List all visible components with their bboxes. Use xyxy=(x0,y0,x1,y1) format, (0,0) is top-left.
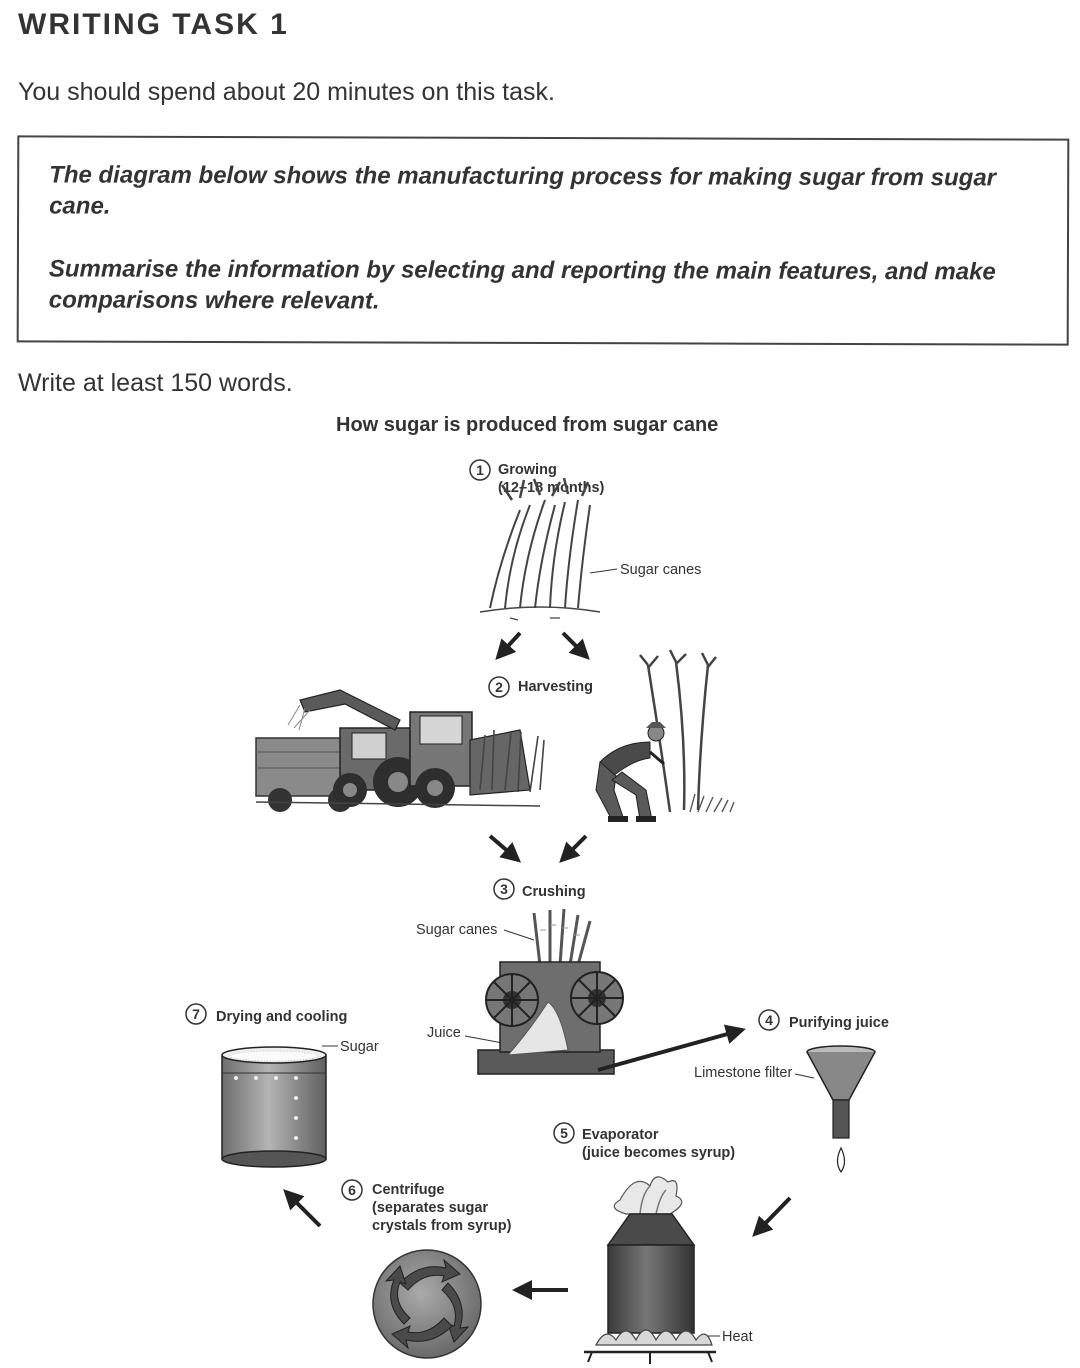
evaporator-illustration xyxy=(584,1176,716,1364)
arrow-to-machine-harvest xyxy=(495,631,522,660)
step-1-growing: 1 Growing (12–18 months) Sugar canes xyxy=(469,459,701,621)
task-heading: WRITING TASK 1 xyxy=(18,8,289,41)
step-label: Purifying juice xyxy=(789,1015,889,1031)
step-number-circle: 4 xyxy=(758,1009,780,1031)
step-7-drying-cooling: 7 Drying and cooling Sugar xyxy=(185,1003,379,1168)
callout-limestone-filter: Limestone filter xyxy=(694,1065,792,1081)
step-number-circle: 7 xyxy=(185,1003,207,1025)
harvester-tractor-illustration xyxy=(255,689,545,812)
time-instruction: You should spend about 20 minutes on thi… xyxy=(18,78,555,106)
callout-juice: Juice xyxy=(427,1025,461,1041)
arrow-purifying-to-evaporator xyxy=(752,1196,792,1237)
leader-line xyxy=(794,1073,815,1079)
step-sublabel: crystals from syrup) xyxy=(372,1218,512,1234)
diagram-title: How sugar is produced from sugar cane xyxy=(336,414,719,436)
step-4-purifying-juice: 4 Purifying juice Limestone filter xyxy=(694,1009,889,1174)
callout-sugar-canes: Sugar canes xyxy=(620,562,701,578)
step-6-centrifuge: 6 Centrifuge (separates sugar crystals f… xyxy=(341,1179,512,1359)
step-number-circle: 1 xyxy=(469,459,491,481)
word-requirement: Write at least 150 words. xyxy=(18,369,293,397)
step-2-harvesting: 2 Harvesting xyxy=(255,649,735,822)
sugar-cane-field-illustration xyxy=(479,477,601,621)
callout-crushing-sugar-canes: Sugar canes xyxy=(416,922,497,938)
step-sublabel: (12–18 months) xyxy=(498,480,605,496)
step-sublabel: (separates sugar xyxy=(372,1200,488,1216)
step-5-evaporator: 5 Evaporator (juice becomes syrup) Heat xyxy=(553,1122,753,1364)
leader-line xyxy=(503,929,535,941)
limestone-filter-funnel-illustration xyxy=(806,1045,876,1174)
drying-drum-illustration xyxy=(221,1046,327,1168)
arrow-centrifuge-to-drying xyxy=(283,1189,322,1228)
step-number: 7 xyxy=(192,1006,200,1022)
arrow-hand-to-crushing xyxy=(559,834,588,863)
step-number: 1 xyxy=(476,462,484,478)
arrow-machine-to-crushing xyxy=(488,834,522,863)
crushing-mill-illustration xyxy=(477,908,624,1075)
leader-line xyxy=(589,568,618,574)
arrow-crushing-to-purifying xyxy=(597,1024,746,1072)
step-3-crushing: 3 Crushing Sugar canes Juice xyxy=(416,878,624,1075)
callout-sugar: Sugar xyxy=(340,1039,379,1055)
callout-heat: Heat xyxy=(722,1329,753,1345)
step-number: 3 xyxy=(500,881,508,897)
hand-harvester-person-illustration xyxy=(595,649,735,822)
step-label: Crushing xyxy=(522,884,586,900)
step-number-circle: 6 xyxy=(341,1179,363,1201)
step-label: Harvesting xyxy=(518,679,593,695)
step-number: 4 xyxy=(765,1012,773,1028)
step-number-circle: 3 xyxy=(493,878,515,900)
step-number: 2 xyxy=(495,679,503,695)
step-number: 6 xyxy=(348,1182,356,1198)
step-sublabel: (juice becomes syrup) xyxy=(582,1145,735,1161)
centrifuge-disc-illustration xyxy=(372,1249,482,1359)
arrow-to-hand-harvest xyxy=(561,631,590,660)
step-number-circle: 5 xyxy=(553,1122,575,1144)
step-number: 5 xyxy=(560,1125,568,1141)
step-number-circle: 2 xyxy=(488,676,510,698)
step-label: Centrifuge xyxy=(372,1182,445,1198)
step-label: Evaporator xyxy=(582,1127,659,1143)
step-label: Growing xyxy=(498,462,557,478)
step-label: Drying and cooling xyxy=(216,1009,347,1025)
